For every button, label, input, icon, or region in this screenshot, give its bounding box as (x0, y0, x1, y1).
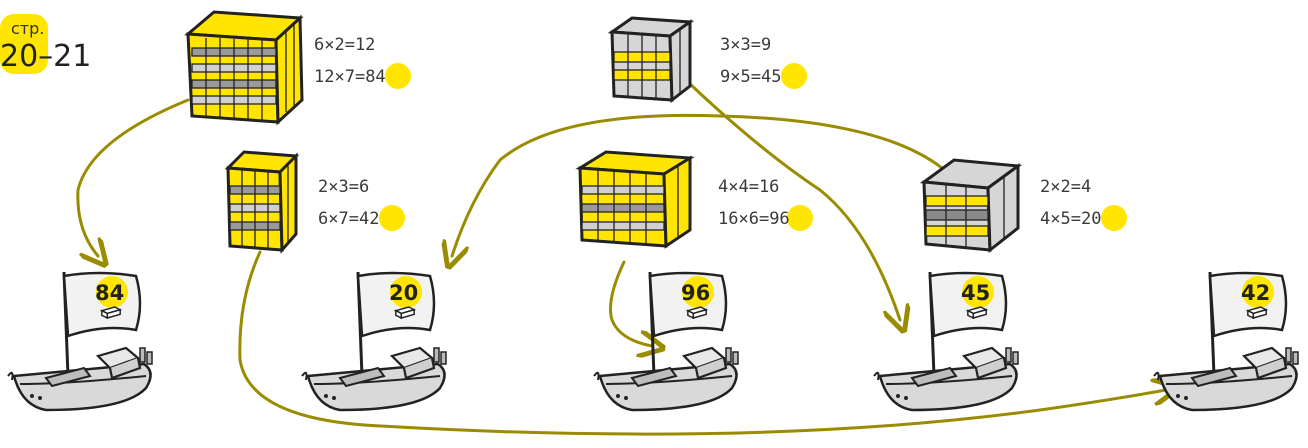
page-prefix: стр. (11, 19, 44, 38)
ship-icon (300, 270, 448, 412)
equation-line2: 16×6=96 (718, 209, 790, 229)
equation-line1: 4×4=16 (718, 177, 779, 197)
cube-stack-icon (224, 150, 300, 254)
flag-number: 42 (1241, 281, 1270, 305)
ship-icon (592, 270, 740, 412)
ship-4: 45 (872, 270, 1020, 412)
arrow-icon (688, 82, 900, 320)
cube-stack-icon (919, 158, 1023, 254)
expression: 16×6= (718, 209, 769, 229)
expression: 12×7= (314, 67, 365, 87)
ship-icon (872, 270, 1020, 412)
arrow-icon (452, 113, 944, 256)
equation-line2: 6×7=42 (318, 209, 379, 229)
equation-line1: 2×2=4 (1040, 177, 1091, 197)
arrow-icon (76, 98, 190, 256)
equation-2: 3×3=9 9×5=45 (720, 35, 807, 89)
equation-4: 4×4=16 16×6=96 (718, 177, 813, 231)
answer: 20 (1081, 209, 1101, 229)
equation-line1: 2×3=6 (318, 177, 369, 197)
page-range: 20–21 (0, 39, 91, 74)
answer: 96 (769, 209, 789, 229)
equation-1: 6×2=12 12×7=84 (314, 35, 411, 89)
arrow-icon (609, 260, 653, 346)
equation-3: 2×3=6 6×7=42 (318, 177, 405, 231)
expression: 9×5= (720, 67, 761, 87)
equation-line2: 12×7=84 (314, 67, 386, 87)
equation-line1: 6×2=12 (314, 35, 375, 55)
equation-line1: 3×3=9 (720, 35, 771, 55)
cube-stack-icon (607, 16, 695, 103)
answer: 45 (761, 67, 781, 87)
equation-line2: 4×5=20 (1040, 209, 1101, 229)
flag-number: 20 (389, 281, 418, 305)
ship-3: 96 (592, 270, 740, 412)
arrow-icon (238, 250, 1166, 436)
ship-5: 42 (1152, 270, 1300, 412)
flag-number: 96 (681, 281, 710, 305)
ship-2: 20 (300, 270, 448, 412)
flag-number: 45 (961, 281, 990, 305)
expression: 4×5= (1040, 209, 1081, 229)
answer: 42 (359, 209, 379, 229)
ship-icon (1152, 270, 1300, 412)
cube-stack-icon (184, 10, 304, 126)
expression: 6×7= (318, 209, 359, 229)
flag-number: 84 (95, 281, 124, 305)
equation-5: 2×2=4 4×5=20 (1040, 177, 1127, 231)
equation-line2: 9×5=45 (720, 67, 781, 87)
ship-1: 84 (6, 270, 154, 412)
cube-stack-icon (575, 150, 695, 249)
answer: 84 (365, 67, 385, 87)
page-label: стр. 20–21 (0, 14, 91, 74)
ship-icon (6, 270, 154, 412)
arrows (76, 82, 1166, 436)
